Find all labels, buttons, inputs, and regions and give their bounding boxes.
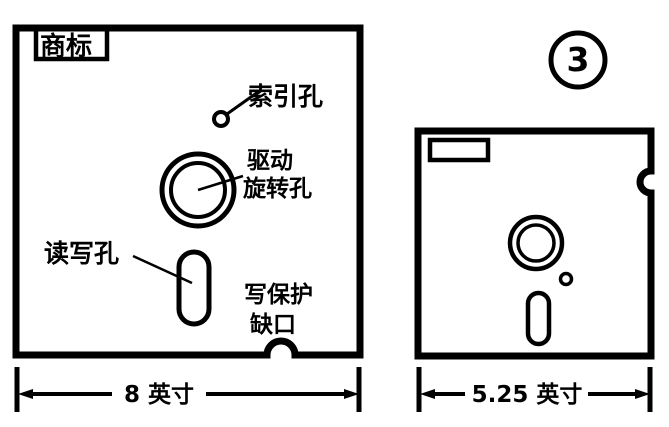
read-write-slot-label: 读写孔 <box>44 239 119 268</box>
read-write-leader-line <box>132 254 193 285</box>
index-hole-label: 索引孔 <box>248 82 323 111</box>
five-quarter-inch-size-label: 5.25 英寸 <box>472 381 583 408</box>
figure-number-circle <box>548 30 608 90</box>
five-quarter-inch-label-patch <box>427 137 491 163</box>
spindle-hole-leader-line <box>197 174 244 192</box>
index-hole-leader-line <box>226 90 259 116</box>
trademark-label-text: 商标 <box>40 31 92 62</box>
five-quarter-inch-read-write-slot <box>525 290 552 347</box>
eight-inch-diskette <box>12 24 364 359</box>
dim2-right-arrowhead <box>635 389 650 399</box>
five-quarter-inch-diskette <box>414 127 655 360</box>
dim2-left-arrowhead <box>420 389 435 399</box>
eight-inch-dimension: 8 英寸 <box>14 367 362 412</box>
five-quarter-inch-dimension: 5.25 英寸 <box>416 367 653 412</box>
five-quarter-inch-index-hole <box>558 271 574 287</box>
spindle-hole-label-line1: 驱动 <box>247 148 293 174</box>
eight-inch-label-patch <box>33 24 110 62</box>
write-protect-label-line2: 缺口 <box>250 311 296 338</box>
eight-inch-size-label: 8 英寸 <box>124 381 194 408</box>
eight-inch-read-write-slot <box>176 249 212 327</box>
five-quarter-inch-outline <box>414 127 655 360</box>
five-quarter-inch-spindle-hole <box>507 214 565 272</box>
spindle-hole-label-line2: 旋转孔 <box>243 175 312 202</box>
figure-number-badge: 3 <box>548 30 608 90</box>
write-protect-label-line1: 写保护 <box>244 281 313 308</box>
eight-inch-outline <box>12 24 364 359</box>
dim-left-arrowhead <box>18 389 33 399</box>
dim-right-arrowhead <box>344 389 359 399</box>
eight-inch-index-hole <box>212 110 230 128</box>
eight-inch-spindle-hole <box>159 151 237 229</box>
figure-number-text: 3 <box>567 40 590 79</box>
